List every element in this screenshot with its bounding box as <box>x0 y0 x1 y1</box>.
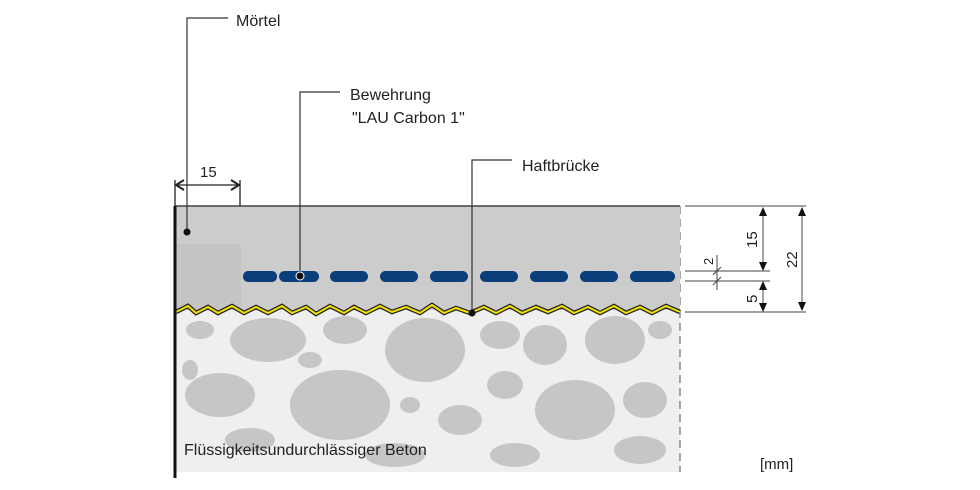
mortar-edge-zone <box>175 244 241 310</box>
mortar-layer <box>175 206 680 310</box>
label-bonding-agent: Haftbrücke <box>522 158 599 175</box>
label-reinforcement-product: "LAU Carbon 1" <box>352 110 465 127</box>
carbon-reinforcement <box>243 271 675 282</box>
label-concrete: Flüssigkeitsundurchlässiger Beton <box>184 442 427 459</box>
leader-reinforcement <box>299 91 340 276</box>
dim-cover-top-value: 15 <box>744 231 761 248</box>
dimension-lines-right <box>685 205 806 313</box>
bonding-agent-yellow <box>175 303 681 316</box>
dim-bar-thickness-value: 2 <box>701 258 716 265</box>
label-mortar: Mörtel <box>236 13 280 30</box>
label-reinforcement: Bewehrung <box>350 87 431 104</box>
dim-edge-offset-value: 15 <box>200 164 217 181</box>
aggregate-stones <box>182 316 672 467</box>
leader-bonding-agent <box>471 159 512 313</box>
leader-dot-mortar <box>183 228 191 236</box>
unit-label: [mm] <box>760 456 793 473</box>
dim-cover-bottom-value: 5 <box>744 295 761 303</box>
dimension-edge-offset <box>174 179 241 206</box>
leader-dot-reinforcement <box>295 271 305 281</box>
dimension-arrowheads <box>759 207 806 312</box>
leader-mortar <box>186 17 228 232</box>
leader-dot-bonding-agent <box>468 309 476 317</box>
dim-total-value: 22 <box>784 251 801 268</box>
